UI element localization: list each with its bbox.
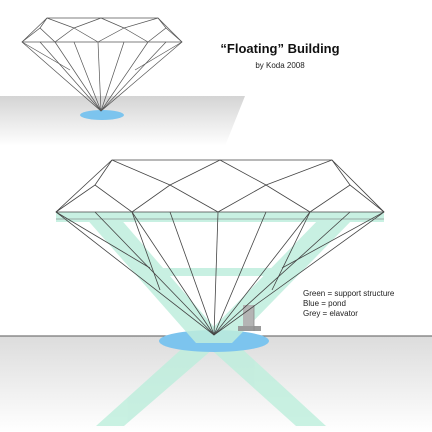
small-view bbox=[0, 17, 245, 146]
elevator bbox=[238, 305, 261, 331]
legend-item-support: Green = support structure bbox=[303, 289, 395, 298]
support-structure-underground bbox=[96, 336, 326, 426]
diamond-small bbox=[21, 17, 183, 112]
elevator-base bbox=[238, 326, 261, 331]
legend-item-pond: Blue = pond bbox=[303, 299, 346, 308]
author-byline: by Koda 2008 bbox=[255, 61, 305, 70]
legend-item-elevator: Grey = elavator bbox=[303, 309, 358, 318]
pond-small bbox=[80, 110, 124, 120]
support-structure bbox=[56, 212, 384, 343]
legend: Green = support structure Blue = pond Gr… bbox=[303, 289, 394, 319]
ground-plane-small bbox=[0, 96, 245, 146]
diamond-building bbox=[55, 159, 385, 336]
elevator-shaft bbox=[243, 305, 254, 331]
large-view bbox=[0, 159, 432, 432]
diagram-title: “Floating” Building bbox=[220, 41, 340, 56]
